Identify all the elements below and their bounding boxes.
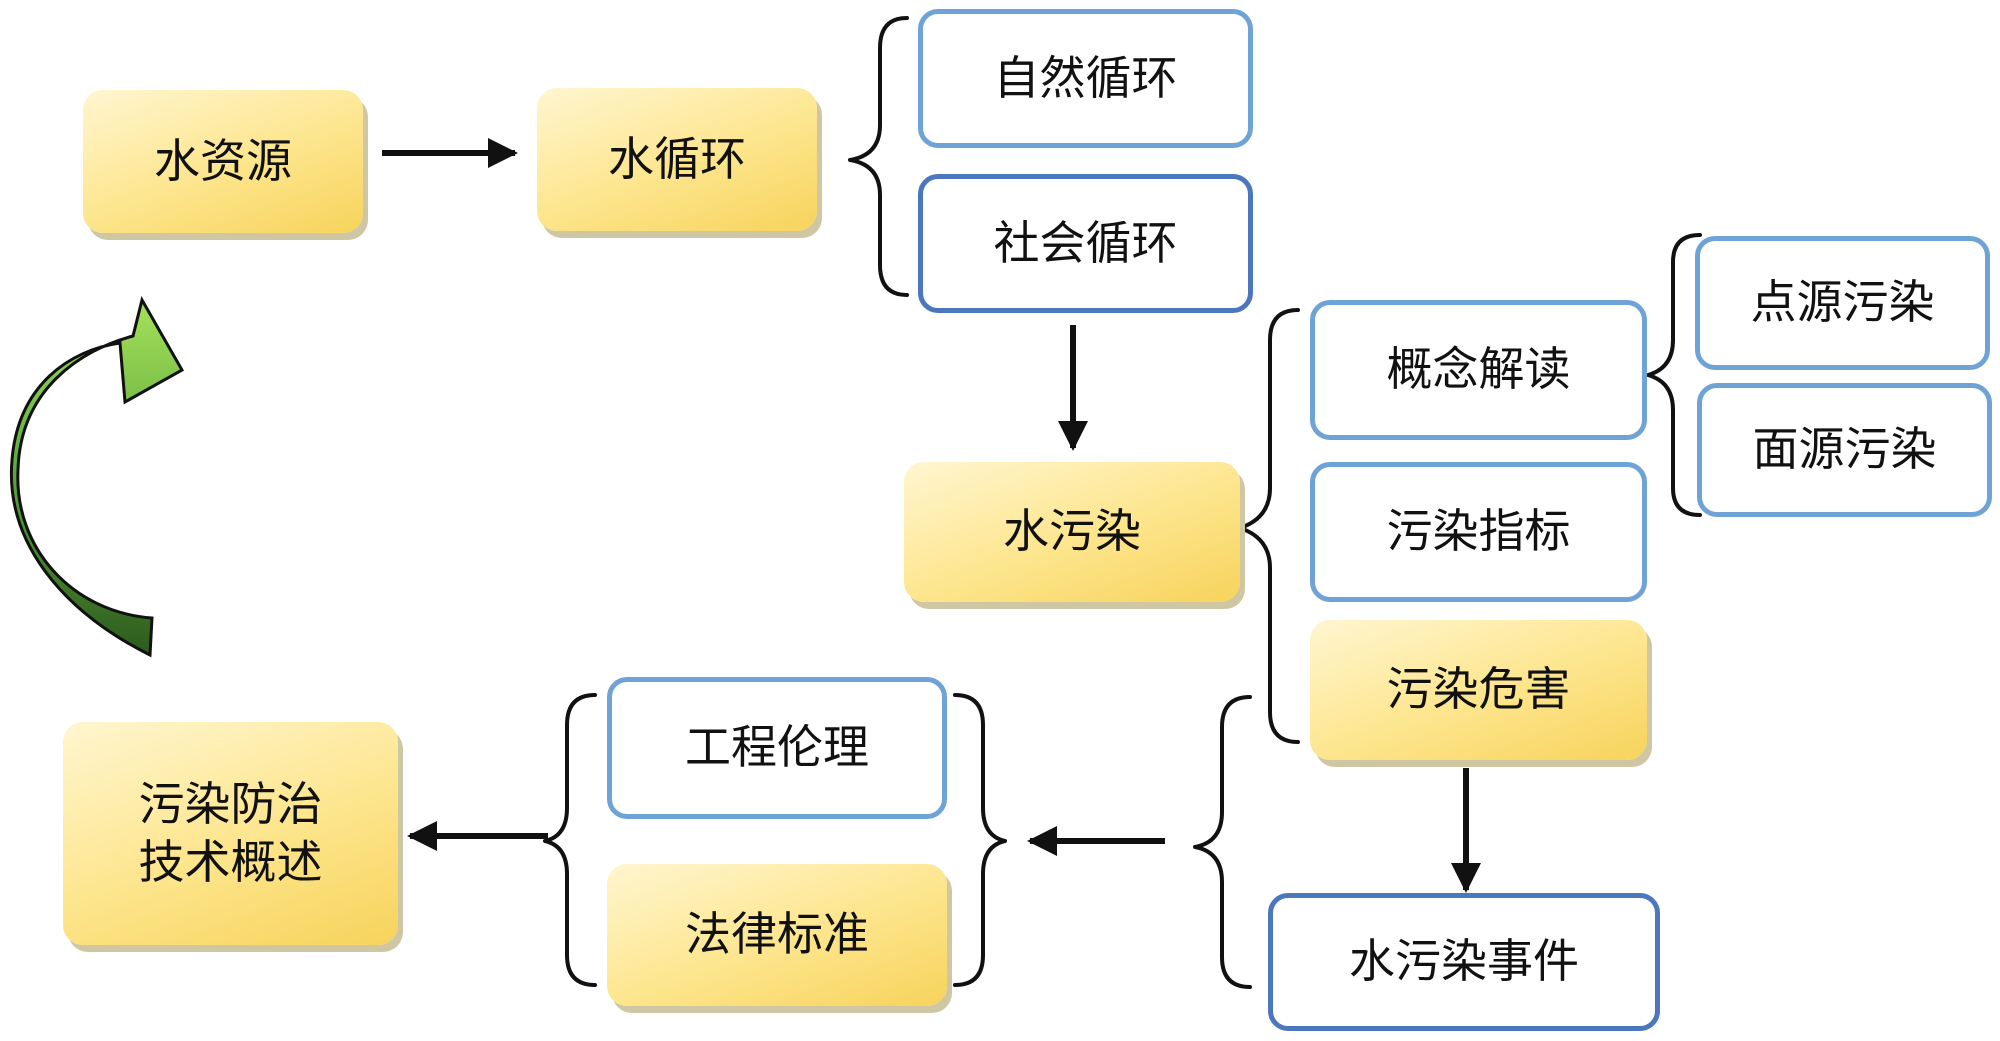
node-concept[interactable]: 概念解读 [1310, 300, 1647, 440]
node-natural-cycle[interactable]: 自然循环 [918, 9, 1253, 148]
brace-hazards-impact [1193, 695, 1252, 989]
node-law[interactable]: 法律标准 [607, 864, 947, 1006]
node-water-resources[interactable]: 水资源 [83, 90, 363, 233]
brace-water-pollution [1238, 308, 1300, 744]
brace-water-cycle [848, 16, 909, 297]
node-technology[interactable]: 污染防治 技术概述 [63, 722, 398, 945]
brace-concept [1646, 233, 1702, 517]
node-social-cycle[interactable]: 社会循环 [918, 174, 1253, 313]
node-water-cycle[interactable]: 水循环 [537, 88, 817, 231]
node-hazards[interactable]: 污染危害 [1310, 620, 1647, 760]
node-water-pollution[interactable]: 水污染 [904, 462, 1240, 602]
brace-governance-right [953, 693, 1007, 987]
node-indicators[interactable]: 污染指标 [1310, 462, 1647, 602]
curved-green-arrow-icon [9, 296, 185, 658]
node-ethics[interactable]: 工程伦理 [607, 677, 947, 819]
node-incident[interactable]: 水污染事件 [1268, 893, 1660, 1031]
node-point-source[interactable]: 点源污染 [1695, 236, 1990, 370]
brace-governance-left [543, 693, 597, 987]
node-nonpoint-source[interactable]: 面源污染 [1697, 383, 1992, 517]
